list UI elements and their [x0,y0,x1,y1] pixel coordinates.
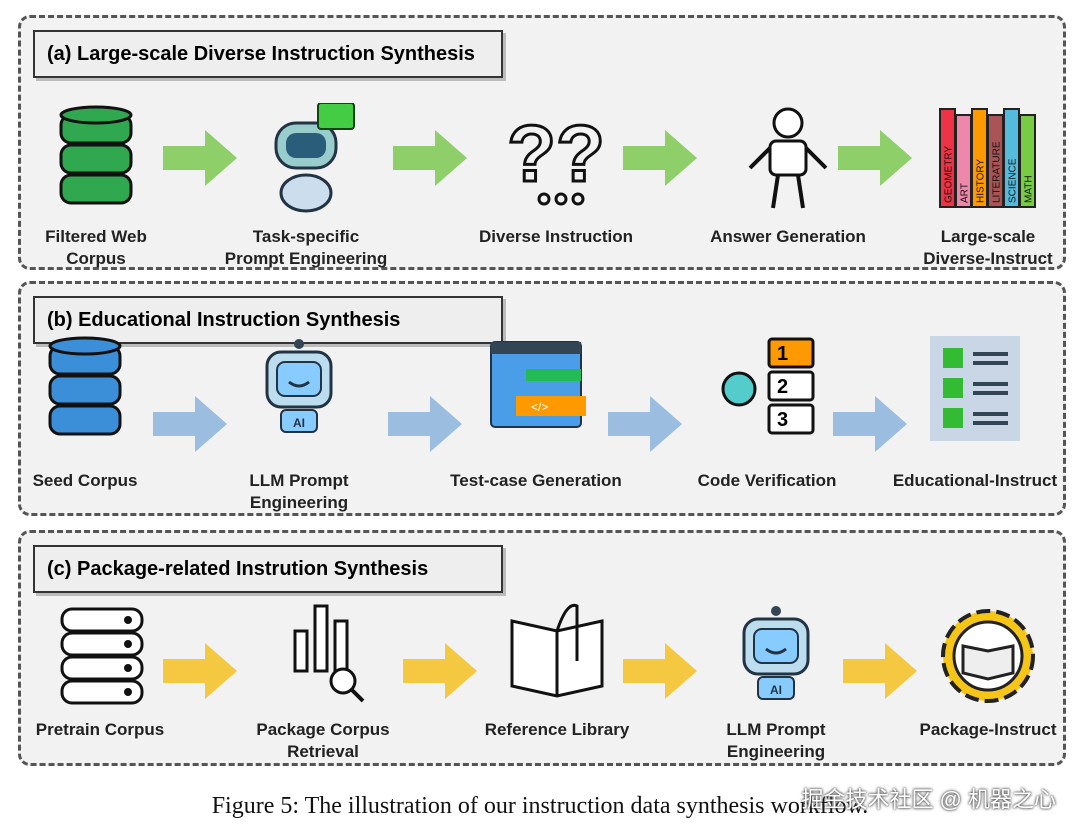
figure-caption: Figure 5: The illustration of our instru… [211,793,869,819]
gear-steps-icon: 1 2 3 [721,337,815,435]
arrow-right-icon [843,643,917,699]
chart-search-icon [293,604,365,703]
robot-chat-icon [274,103,355,213]
arrow-right-icon [623,130,697,186]
svg-text:??: ?? [507,109,605,198]
open-book-icon [510,603,604,698]
workflow-step: Task-specific Prompt Engineering [206,103,406,268]
step-label: Educational-Instruct [892,471,1058,490]
step-number: 3 [777,409,788,431]
arrow-right-icon [403,643,477,699]
step-label: Answer Generation [710,227,866,246]
book-spine-label: HISTORY [976,159,987,203]
book-gear-icon [941,609,1035,703]
arrow-right-icon [388,396,462,452]
step-label: Diverse Instruction [479,227,633,246]
book-spine-label: LITERATURE [992,141,1003,203]
step-label: Seed Corpus [32,471,138,490]
step-label: Filtered Web Corpus [45,227,147,268]
step-number: 2 [777,376,788,398]
checklist-icon [930,336,1020,441]
arrow-right-icon [833,396,907,452]
svg-text:</>: </> [531,400,548,414]
arrow-right-icon [838,130,912,186]
book-spine-label: MATH [1024,175,1035,203]
step-label: Task-specific Prompt Engineering [224,227,388,268]
workflow-step: AI LLM Prompt Engineering [676,601,876,761]
panel-c: (c) Package-related Instrution Synthesis… [18,530,1066,766]
workflow-step: Filtered Web Corpus [0,103,196,268]
ai-robot-icon: AI [742,606,810,700]
workflow-step: Reference Library [457,601,657,739]
workflow-step: Package-Instruct [888,601,1080,739]
books-icon: GEOMETRY ART HISTORY LITERATURE SCIENCE MATH [939,108,1036,208]
workflow-step: Package Corpus Retrieval [223,601,423,761]
book-spine-label: SCIENCE [1008,158,1019,203]
panel-a: (a) Large-scale Diverse Instruction Synt… [18,15,1066,270]
ai-badge: AI [293,416,305,430]
ai-badge: AI [770,683,782,697]
book-spine-label: ART [960,183,971,203]
workflow-step: Answer Generation [688,103,888,246]
step-number: 1 [777,343,788,365]
step-label: LLM Prompt Engineering [249,471,349,512]
code-window-icon: </> [490,341,586,428]
panel-title: (a) Large-scale Diverse Instruction Synt… [33,30,503,78]
database-blue-icon [48,336,122,436]
step-label: Large-scale Diverse-Instruct [923,227,1053,268]
workflow-step: AI LLM Prompt Engineering [199,334,399,512]
arrow-right-icon [163,130,237,186]
panel-title: (c) Package-related Instrution Synthesis [33,545,503,593]
database-green-icon [59,105,133,205]
step-label: Test-case Generation [450,471,622,490]
robot-icon [748,107,828,209]
workflow-step: Educational-Instruct [875,334,1075,490]
server-icon [60,607,144,705]
question-marks-icon: ?? [506,108,606,206]
arrow-right-icon [153,396,227,452]
step-label: Code Verification [697,471,837,490]
workflow-step: ?? Diverse Instruction [456,103,656,247]
arrow-right-icon [623,643,697,699]
arrow-right-icon [163,643,237,699]
workflow-step: Seed Corpus [0,334,185,490]
book-spine-label: GEOMETRY [944,146,955,203]
step-label: Pretrain Corpus [35,720,165,739]
step-label: Reference Library [484,720,630,739]
step-label: Package-Instruct [919,720,1057,739]
panel-title: (b) Educational Instruction Synthesis [33,296,503,344]
workflow-step: GEOMETRY ART HISTORY LITERATURE SCIENCE MATH L… [888,103,1080,268]
step-label: LLM Prompt Engineering [726,720,826,761]
ai-robot-icon: AI [265,339,333,433]
watermark: 掘金技术社区 @ 机器之心 [801,787,1056,812]
arrow-right-icon [393,130,467,186]
arrow-right-icon [608,396,682,452]
workflow-step: Pretrain Corpus [0,601,200,739]
step-label: Package Corpus Retrieval [256,720,390,761]
workflow-step: </> Test-case Generation [436,334,636,490]
